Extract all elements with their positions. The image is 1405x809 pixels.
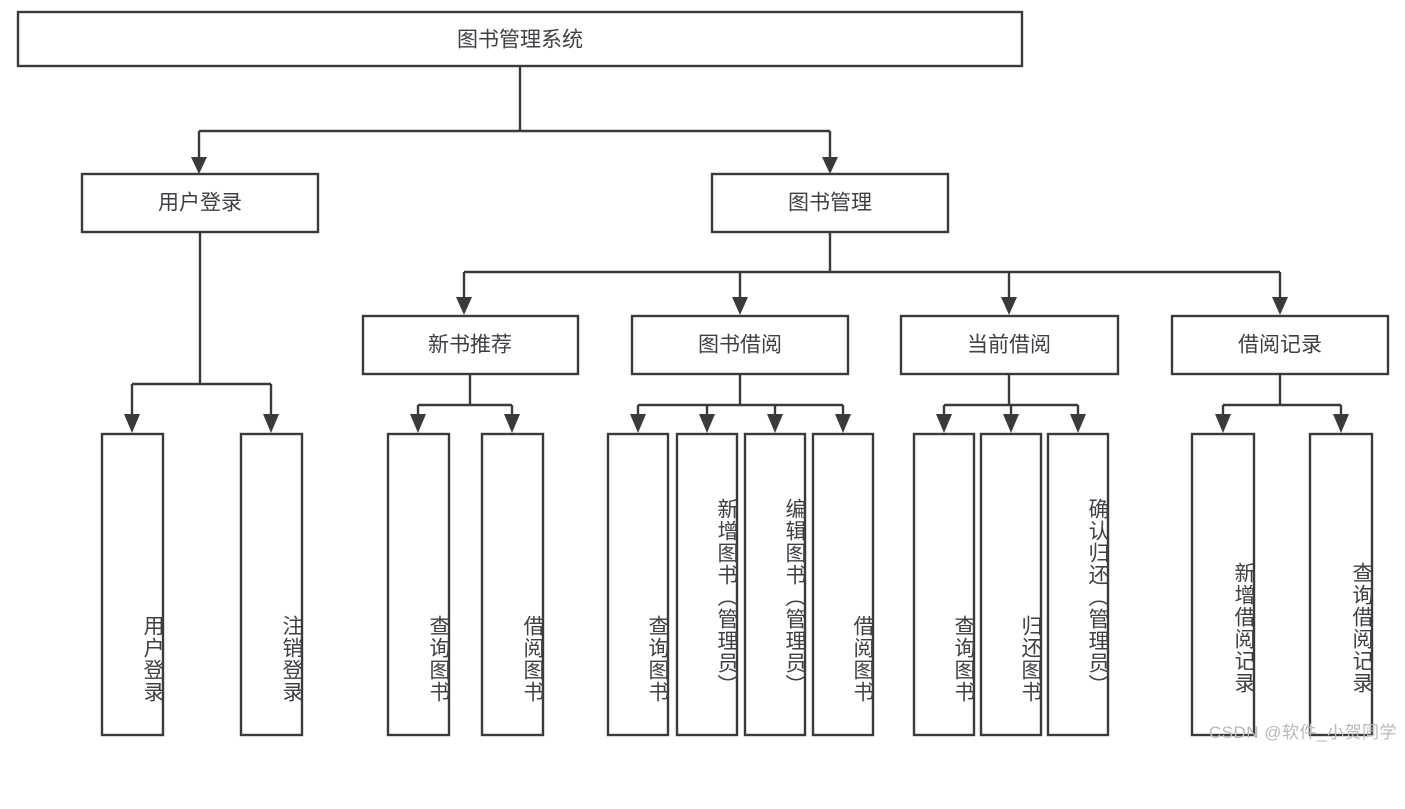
arrow-head-user-login: [191, 157, 207, 174]
node-root-label: 图书管理系统: [457, 29, 583, 52]
node-leaf-current-borrow-confirm[interactable]: [1046, 432, 1110, 737]
csdn-watermark: CSDN @软件_小贺同学: [1208, 723, 1397, 742]
arrow-head-leaf-book-borrow-1: [699, 414, 715, 433]
node-leaf-book-borrow-query[interactable]: [606, 432, 670, 737]
node-leaf-borrow-record-query[interactable]: [1308, 432, 1374, 737]
node-root-book-management-system[interactable]: [16, 10, 1024, 68]
arrow-head-book-borrow: [732, 297, 748, 315]
diagram-svg: 图书管理系统 用户登录 图书管理: [16, 10, 1390, 737]
arrow-head-leaf-borrow-record-1: [1333, 414, 1349, 433]
arrow-head-leaf-book-borrow-3: [835, 414, 851, 433]
arrow-head-current-borrow: [1001, 297, 1017, 315]
node-leaf-borrow-record-add[interactable]: [1190, 432, 1256, 737]
node-leaf-new-book-query[interactable]: [386, 432, 451, 737]
node-borrow-record[interactable]: [1170, 314, 1390, 376]
arrow-head-leaf-new-book-0: [410, 414, 426, 433]
node-book-borrow-label: 图书借阅: [698, 334, 782, 357]
arrow-head-book-management: [822, 157, 838, 174]
node-current-borrow[interactable]: [899, 314, 1120, 376]
node-new-book-recommend-label: 新书推荐: [428, 334, 512, 357]
node-current-borrow-label: 当前借阅: [967, 334, 1051, 357]
node-book-management[interactable]: [710, 172, 950, 234]
arrow-head-leaf-user-login-1: [263, 414, 279, 433]
arrow-head-leaf-borrow-record-0: [1215, 414, 1231, 433]
node-leaf-user-login-login[interactable]: [100, 432, 165, 737]
arrow-head-leaf-book-borrow-0: [630, 414, 646, 433]
arrow-head-borrow-record: [1272, 297, 1288, 315]
diagram-canvas: 图书管理系统 用户登录 图书管理: [16, 10, 1397, 742]
node-leaf-book-borrow-edit[interactable]: [743, 432, 807, 737]
arrow-head-leaf-current-borrow-0: [936, 414, 952, 433]
arrow-head-new-book: [456, 297, 472, 315]
arrow-head-leaf-current-borrow-1: [1003, 414, 1019, 433]
node-borrow-record-label: 借阅记录: [1238, 334, 1322, 357]
node-leaf-new-book-borrow[interactable]: [480, 432, 545, 737]
arrow-head-leaf-new-book-1: [504, 414, 520, 433]
node-new-book-recommend[interactable]: [361, 314, 580, 376]
node-book-management-label: 图书管理: [788, 192, 872, 215]
arrow-head-leaf-user-login-0: [124, 414, 140, 433]
arrow-head-leaf-current-borrow-2: [1070, 414, 1086, 433]
node-book-borrow[interactable]: [630, 314, 850, 376]
node-leaf-book-borrow-add[interactable]: [675, 432, 739, 737]
node-leaf-user-login-logout[interactable]: [239, 432, 304, 737]
node-user-login-label: 用户登录: [158, 192, 242, 215]
node-leaf-book-borrow-borrow[interactable]: [811, 432, 875, 737]
node-leaf-current-borrow-query[interactable]: [912, 432, 976, 737]
node-leaf-current-borrow-return[interactable]: [979, 432, 1043, 737]
arrow-head-leaf-book-borrow-2: [767, 414, 783, 433]
